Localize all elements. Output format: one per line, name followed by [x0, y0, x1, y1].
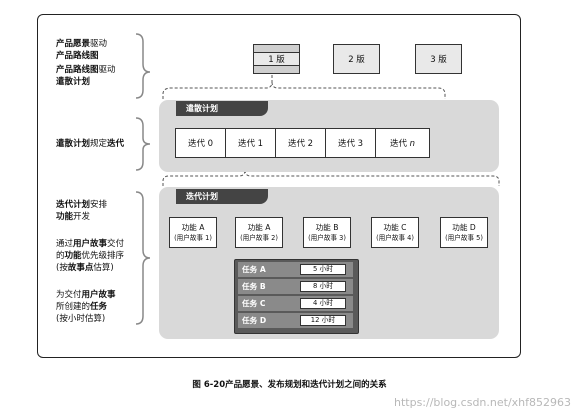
task-hours: 8 小时: [300, 281, 346, 292]
task-row: 任务 C 4 小时: [238, 296, 353, 311]
iteration-plan-tag: 迭代计划: [176, 189, 268, 204]
watermark: https://blog.csdn.net/xhf852963: [393, 396, 571, 409]
release-1: 1 版: [253, 44, 300, 74]
task-name: 任务 D: [242, 316, 267, 325]
task-row: 任务 A 5 小时: [238, 262, 353, 277]
feature-card-4: 功能 C (用户故事 4): [371, 217, 419, 248]
release-1-label: 1 版: [268, 55, 285, 65]
feature-card-1: 功能 A (用户故事 1): [169, 217, 217, 248]
label-feature-priority: 通过用户故事交付 的功能优先级排序 (按故事点估算): [56, 239, 125, 273]
feature-story: (用户故事 4): [376, 233, 414, 242]
release-plan-tag: 遣散计划: [176, 101, 268, 116]
feature-name: 功能 D: [452, 222, 476, 232]
task-list: 任务 A 5 小时 任务 B 8 小时 任务 C 4 小时 任务 D 12 小时: [234, 259, 359, 334]
label-tasks: 为交付用户故事 所创建的任务 (按小时估算): [56, 290, 116, 324]
task-name: 任务 C: [242, 299, 266, 308]
feature-story: (用户故事 1): [174, 233, 212, 242]
feature-card-3: 功能 B (用户故事 3): [303, 217, 351, 248]
label-release-plan: 遣散计划规定迭代: [56, 139, 125, 149]
iteration-n: 迭代 n: [375, 128, 430, 158]
task-hours: 4 小时: [300, 298, 346, 309]
label-vision-roadmap: 产品愿景驱动 产品路线图 产品路线图驱动 遣散计划: [56, 39, 116, 87]
task-name: 任务 A: [242, 265, 266, 274]
feature-story: (用户故事 3): [308, 233, 346, 242]
iteration-2: 迭代 2: [275, 128, 326, 158]
iteration-3: 迭代 3: [325, 128, 376, 158]
feature-name: 功能 A: [247, 222, 271, 232]
feature-card-2: 功能 A (用户故事 2): [235, 217, 283, 248]
feature-name: 功能 B: [315, 222, 339, 232]
feature-name: 功能 A: [181, 222, 205, 232]
task-name: 任务 B: [242, 282, 266, 291]
release-2: 2 版: [333, 44, 380, 74]
feature-story: (用户故事 5): [445, 233, 483, 242]
task-row: 任务 D 12 小时: [238, 313, 353, 328]
task-hours: 12 小时: [300, 315, 346, 326]
feature-story: (用户故事 2): [240, 233, 278, 242]
release-3: 3 版: [415, 44, 462, 74]
figure-caption: 图 6-20产品愿景、发布规划和迭代计划之间的关系: [192, 380, 387, 390]
label-iteration-plan: 迭代计划安排 功能开发: [56, 200, 108, 222]
iteration-n-index: n: [409, 139, 416, 149]
task-hours: 5 小时: [300, 264, 346, 275]
iteration-n-label: 迭代 n: [389, 139, 416, 149]
feature-name: 功能 C: [383, 222, 407, 232]
task-row: 任务 B 8 小时: [238, 279, 353, 294]
iteration-1: 迭代 1: [225, 128, 276, 158]
iteration-0: 迭代 0: [175, 128, 226, 158]
feature-card-5: 功能 D (用户故事 5): [440, 217, 488, 248]
